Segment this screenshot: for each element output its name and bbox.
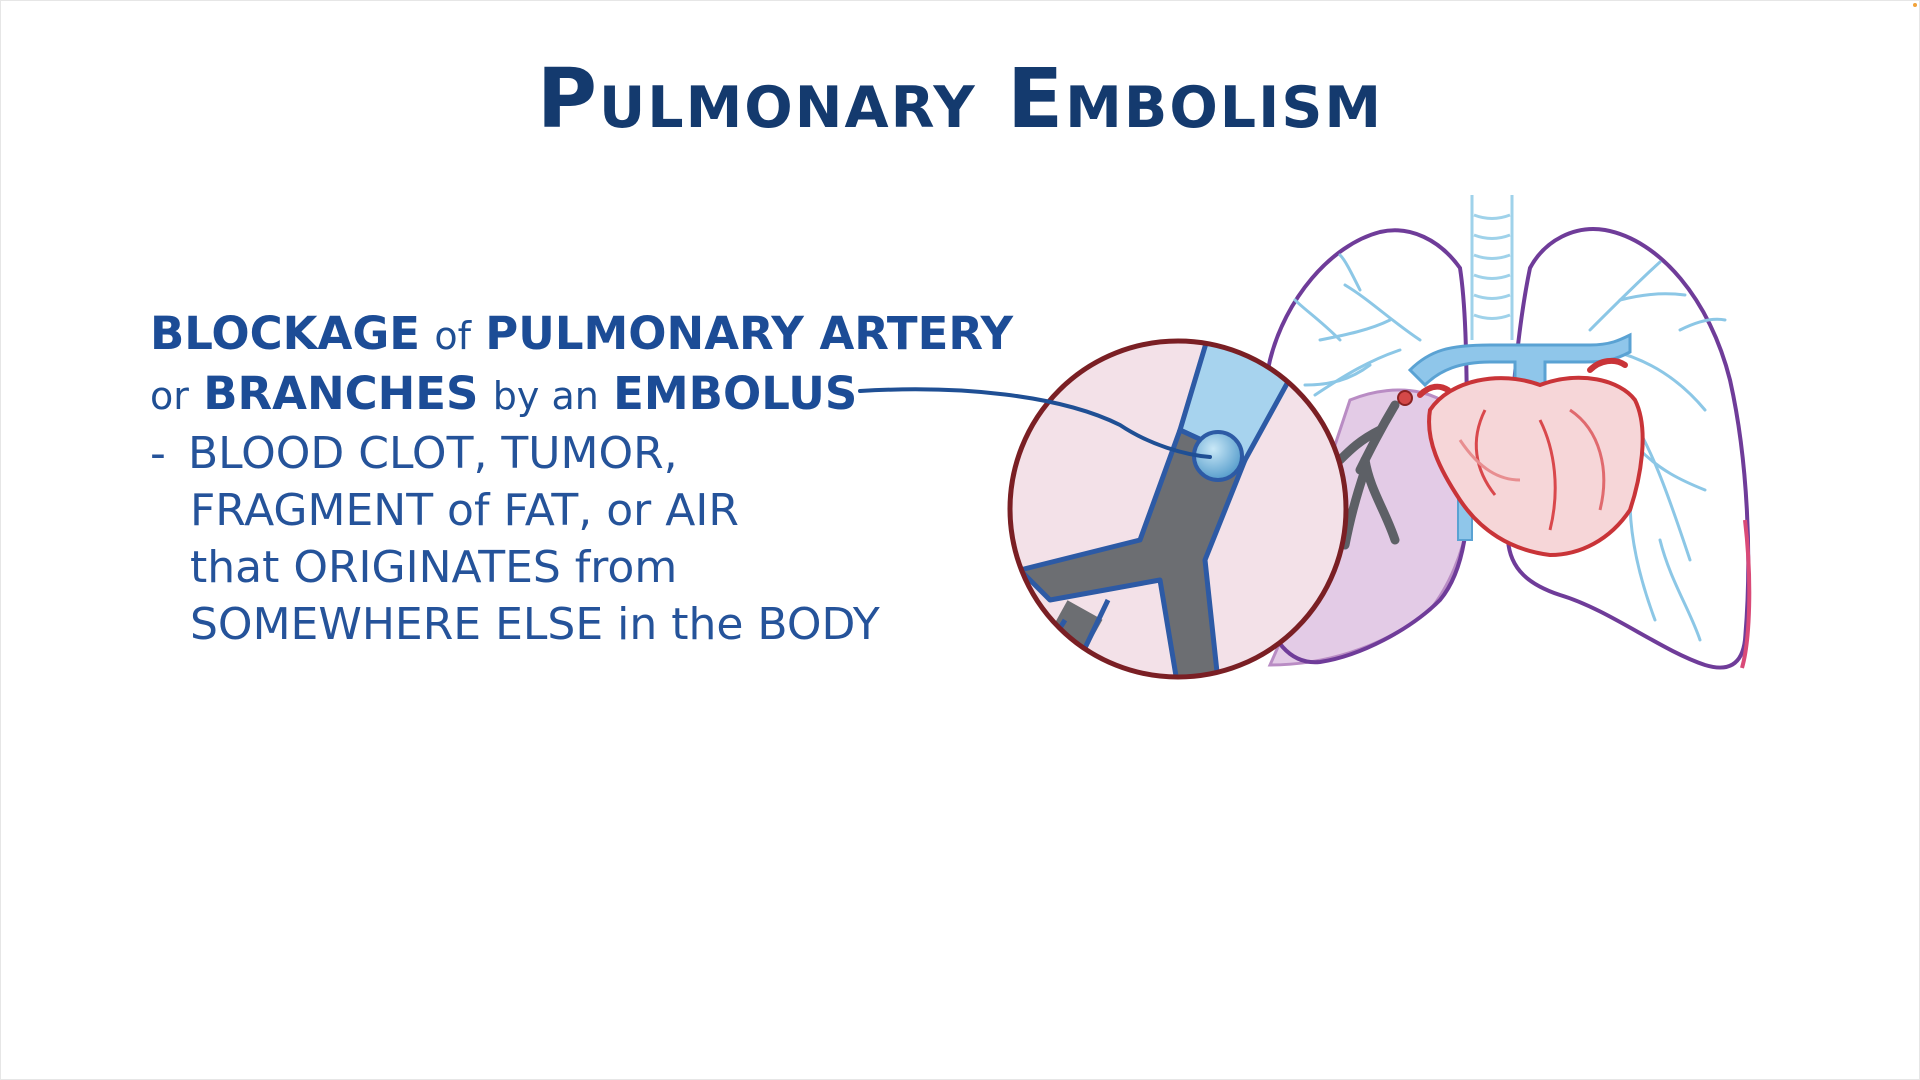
left-bronchi (1293, 253, 1422, 397)
vessel-occluded-segment (1017, 427, 1248, 677)
term-embolus: EMBOLUS (613, 367, 858, 420)
corner-indicator (1913, 3, 1917, 7)
detail-line-2: FRAGMENT of FAT, or AIR (190, 485, 739, 536)
word-or: or (150, 374, 189, 418)
leader-line (858, 387, 1212, 459)
small-clot-marker (1397, 390, 1413, 406)
detail-line-4: SOMEWHERE ELSE in the BODY (190, 599, 880, 650)
detail-line-1: -BLOOD CLOT, TUMOR, (150, 425, 1013, 482)
detail-text-1: BLOOD CLOT, TUMOR, (188, 428, 678, 479)
slide-title: Pulmonary Embolism (536, 52, 1384, 147)
detail-line-3: that ORIGINATES from (190, 542, 678, 593)
word-of: of (434, 314, 471, 358)
heart-illustration (1417, 357, 1645, 558)
definition-block: BLOCKAGE of PULMONARY ARTERY or BRANCHES… (150, 305, 1013, 653)
embolized-branch (1335, 400, 1400, 550)
bullet-dash: - (150, 428, 166, 479)
definition-line-2: or BRANCHES by an EMBOLUS (150, 365, 1013, 425)
term-blockage: BLOCKAGE (150, 307, 421, 360)
trachea (1470, 195, 1514, 340)
definition-line-1: BLOCKAGE of PULMONARY ARTERY (150, 305, 1013, 365)
term-pulmonary-artery: PULMONARY ARTERY (485, 307, 1014, 360)
word-by-an: by an (492, 374, 599, 418)
pulmonary-artery (1407, 332, 1632, 412)
term-branches: BRANCHES (203, 367, 479, 420)
